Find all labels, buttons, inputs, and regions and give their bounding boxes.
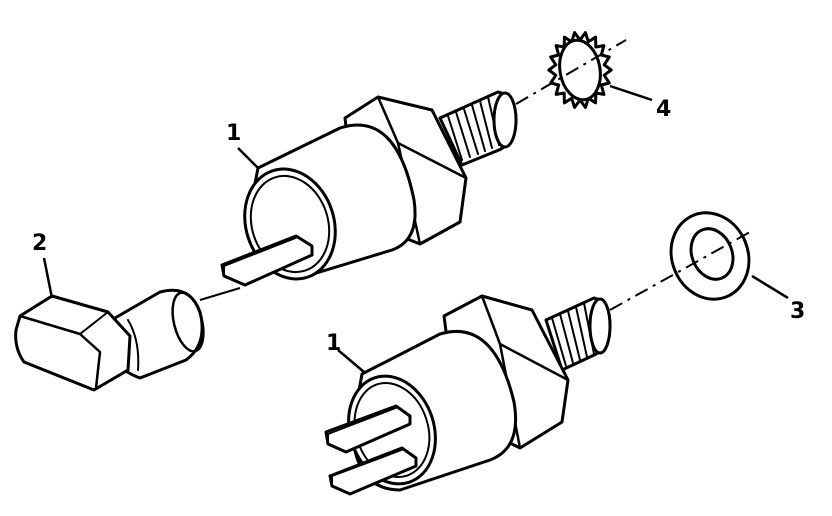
pressure-sensor-top bbox=[220, 90, 518, 287]
wire-connector bbox=[14, 288, 205, 392]
leader-lines bbox=[42, 84, 789, 373]
terminal-blade-bottom-lower bbox=[328, 446, 418, 496]
callout-sensor-bottom: 1 bbox=[326, 331, 341, 356]
terminal-blade-top bbox=[220, 234, 314, 287]
callout-flat-washer: 3 bbox=[790, 299, 805, 324]
connector-housing bbox=[14, 294, 132, 392]
thread-stud-top bbox=[438, 90, 518, 167]
external-tooth-lock-washer bbox=[547, 31, 613, 109]
assembly-center-lines bbox=[199, 39, 751, 311]
callout-sensor-top: 1 bbox=[226, 121, 241, 146]
pressure-sensor-bottom bbox=[324, 294, 612, 496]
callout-connector: 2 bbox=[32, 231, 47, 256]
thread-stud-bottom bbox=[544, 296, 612, 372]
flat-washer bbox=[669, 211, 751, 301]
callout-lock-washer: 4 bbox=[656, 97, 671, 122]
terminal-blade-bottom-upper bbox=[324, 404, 412, 454]
